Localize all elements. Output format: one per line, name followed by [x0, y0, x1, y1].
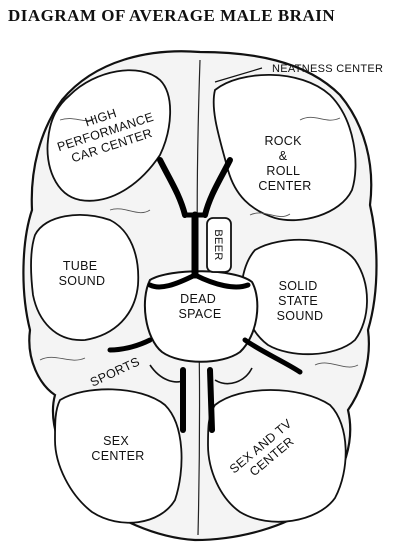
- lobe-tube-sound: [30, 214, 140, 341]
- label-solid-state: SOLID STATE SOUND: [277, 279, 324, 323]
- diagram-title: DIAGRAM OF AVERAGE MALE BRAIN: [8, 6, 336, 25]
- label-sex-center: SEX CENTER: [91, 434, 144, 463]
- artery-network: [107, 157, 303, 433]
- neatness-leader: [214, 67, 263, 83]
- label-beer: BEER: [212, 229, 224, 260]
- lobe-sex-center: [54, 388, 183, 524]
- lobe-sex-tv: [207, 389, 347, 523]
- label-rock-roll: ROCK & ROLL CENTER: [258, 134, 311, 193]
- gyri-texture: [39, 116, 359, 368]
- label-tube-sound: TUBE SOUND: [59, 259, 106, 288]
- beer-bottle: [206, 217, 232, 273]
- label-neatness-center: NEATNESS CENTER: [272, 63, 383, 75]
- lobe-high-performance: [46, 69, 172, 202]
- label-dead-space: DEAD SPACE: [179, 292, 222, 321]
